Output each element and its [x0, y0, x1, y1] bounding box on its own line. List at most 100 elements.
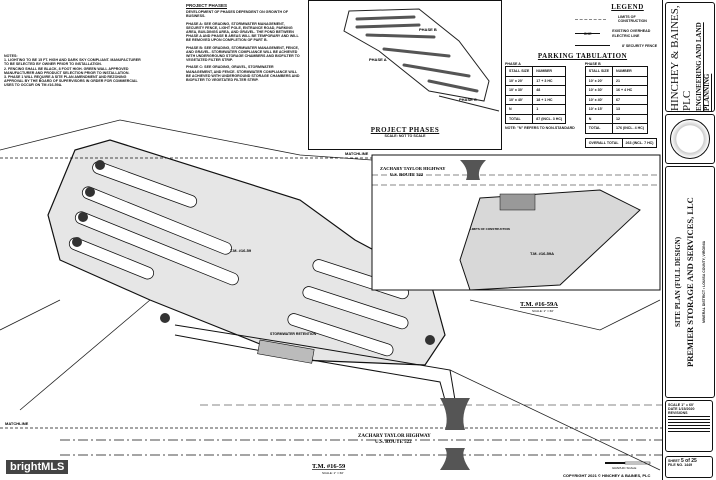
phase-label: PHASE A: [369, 57, 387, 62]
table-header: NUMBER: [532, 66, 567, 77]
parking-title: PARKING TABULATION: [537, 52, 628, 60]
project-location: MINERAL DISTRICT • LOUISA COUNTY, VIRGIN…: [702, 240, 706, 324]
inset-highway-name: ZACHARY TAYLOR HIGHWAY: [380, 166, 446, 171]
firm-name: HINCHEY & BAINES, PLC: [669, 5, 693, 111]
phases-inset-scale: SCALE: NOT TO SCALE: [384, 134, 426, 138]
legend-label: 8' SECURITY FENCE: [622, 43, 658, 48]
phases-intro: DEVELOPMENT OF PHASES DEPENDENT ON GROWT…: [186, 10, 289, 19]
table-cell: 21: [612, 75, 648, 87]
phase-label: PHASE B: [419, 27, 437, 32]
stormwater-label: STORMWATER RETENTION: [270, 332, 317, 336]
table-row: 10' x 40'18 + 1 HC: [504, 94, 567, 106]
phase-label: PHASE C: [459, 97, 477, 102]
brightmls-watermark: brightMLS: [6, 460, 69, 474]
parcel-title: T.M. #16-59: [312, 463, 346, 470]
inset-parcel-scale: SCALE: 1" = 60': [532, 309, 554, 313]
phase-b-title: PHASE B: [584, 62, 601, 66]
table-row: 10' x 20'17 + 3 HC: [504, 75, 567, 87]
property-line: [0, 119, 373, 161]
file-value: 1449: [684, 463, 693, 468]
sheet-title-block: SITE PLAN (FULL DESIGN) PREMIER STORAGE …: [665, 166, 715, 398]
inset-parcel-title: T.M. #16-59A: [520, 301, 558, 308]
stormwater-facility: [257, 339, 315, 364]
matchline-label: MATCHLINE: [5, 421, 29, 426]
onsite-parcel-label: T.M. #16-59: [230, 248, 252, 253]
highway-name: ZACHARY TAYLOR HIGHWAY: [358, 434, 431, 439]
inset-highway-route: U.S. ROUTE 522: [390, 172, 424, 177]
project-name: PREMIER STORAGE AND SERVICES, LLC: [685, 197, 695, 367]
legend-label: LIMITS OF CONSTRUCTION: [617, 15, 647, 24]
legend-title: LEGEND: [611, 3, 644, 11]
parcel-scale: SCALE: 1" = 60': [322, 471, 344, 475]
sheet-title: SITE PLAN (FULL DESIGN): [674, 236, 682, 328]
table-row: 10' x 30'48: [504, 85, 567, 96]
parking-note: NOTE: "N" REFERS TO NON-STANDARD: [505, 126, 575, 131]
overall-total-value: 263 (INCL. 7 HC): [621, 137, 658, 149]
phases-sketch: PHASE A PHASE B PHASE C: [343, 8, 500, 112]
project-phases-heading: PROJECT PHASES: [186, 3, 228, 8]
entrance-road: [440, 398, 470, 430]
table-cell: 67: [612, 94, 648, 106]
table-cell: 10' x 20': [584, 75, 614, 87]
table-cell: 10' x 40': [504, 94, 534, 106]
phase-a-notes: PHASE A: SEE GRADING, STORMWATER MANAGEM…: [186, 21, 299, 43]
revisions-block: SCALE 1" = 60' DATE 1/15/2020 REVISIONS: [665, 400, 713, 452]
table-cell: N: [584, 113, 614, 125]
table-cell: 176 (INCL. 4 HC): [612, 123, 648, 134]
highway-route: U.S. ROUTE 522: [375, 440, 412, 445]
table-cell: 10' x 30': [504, 85, 534, 96]
inset-parcel-area: [459, 189, 641, 291]
table-row: 10' x 20'21: [584, 75, 648, 87]
table-cell: TOTAL: [504, 113, 534, 125]
legend-item: 8' SECURITY FENCE: [575, 44, 660, 48]
professional-seal: [665, 114, 715, 164]
general-notes: NOTES: 1. LIGHTING TO BE 15 FT. HIGH AND…: [4, 54, 144, 88]
table-header: STALL SIZE: [504, 66, 534, 77]
matchline-label: MATCHLINE: [345, 151, 369, 156]
legend-item: LIMITS OF CONSTRUCTION: [575, 15, 660, 23]
date-label: DATE: [668, 407, 678, 412]
file-label: FILE NO.: [668, 463, 684, 468]
sheet-label: SHEET: [668, 459, 680, 463]
table-row: 10' x 30'16 + 4 HC: [584, 85, 648, 96]
table-cell: 1: [532, 104, 567, 115]
phase-c-notes: PHASE C: SEE GRADING, GRAVEL, STORMWATER…: [186, 65, 300, 83]
site-plan-drawing: STORMWATER RETENTION T.M. #16-59 MATCHLI…: [0, 119, 662, 478]
firm-subtitle: ENGINEERING AND LAND PLANNING: [695, 22, 711, 111]
phase-b-notes: PHASE B: SEE GRADING, STORMWATER MANAGEM…: [186, 45, 300, 63]
legend-symbol: OHE: [575, 32, 601, 36]
table-cell: 87 (INCL. 3 HC): [532, 113, 567, 125]
table-cell: 10' x 40': [584, 94, 614, 106]
note-line: 3. PHASE 1 WILL REQUIRE A SITE PLAN AMEN…: [4, 75, 138, 88]
title-block: HINCHEY & BAINES, PLC ENGINEERING AND LA…: [662, 0, 716, 480]
table-cell: N: [504, 104, 534, 115]
graphic-scale: GRAPHIC SCALE: [605, 461, 651, 470]
note-line: 1. LIGHTING TO BE 15 FT. HIGH AND DARK S…: [4, 58, 141, 67]
table-cell: 10' x 20': [504, 75, 534, 87]
table-cell: TOTAL: [584, 123, 614, 134]
table-cell: 16 + 4 HC: [612, 85, 648, 96]
table-cell: 10' x 15': [584, 104, 614, 115]
scale-label: SCALE: [668, 403, 681, 407]
project-phases-inset: PHASE A PHASE B PHASE C PROJECT PHASES S…: [308, 0, 502, 150]
project-phases-notes: PROJECT PHASES DEVELOPMENT OF PHASES DEP…: [186, 3, 300, 83]
revisions-label: REVISIONS: [668, 411, 688, 416]
overall-total-label: OVERALL TOTAL: [584, 137, 623, 149]
table-row: 10' x 15'13: [584, 104, 648, 115]
table-cell: 17 + 3 HC: [532, 75, 567, 87]
inset-parcel-label: T.M. #16-59A: [530, 251, 554, 256]
phase-a-title: PHASE A: [505, 62, 521, 66]
table-cell: 10' x 30': [584, 85, 614, 96]
sheet-value: 5 of 25: [680, 458, 697, 464]
note-line: NOTES:: [4, 54, 18, 58]
